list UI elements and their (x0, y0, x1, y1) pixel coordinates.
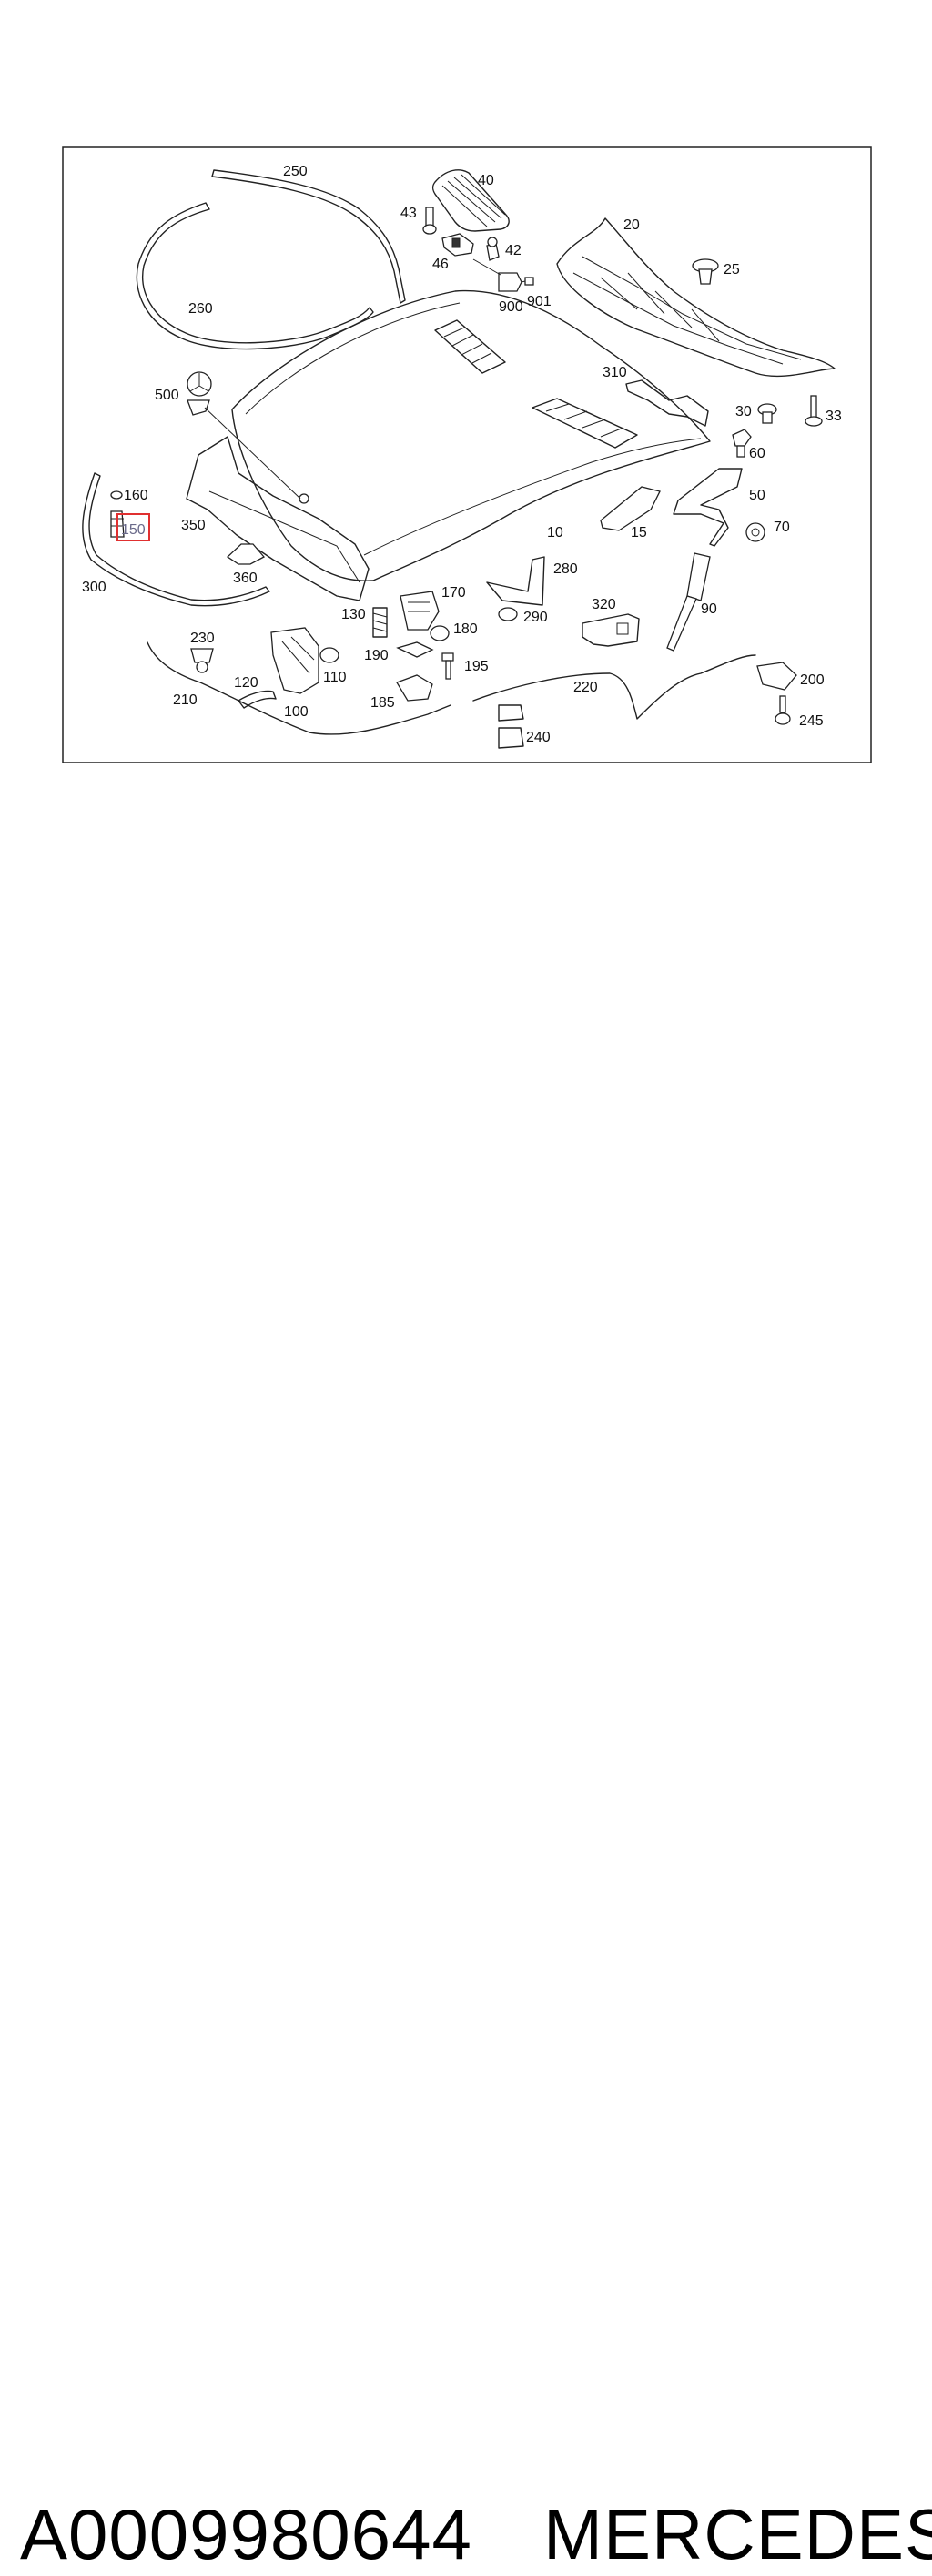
part-210-cable (147, 641, 451, 735)
part-15-hinge-plate (600, 486, 661, 531)
part-160-cap (110, 490, 123, 500)
callout-360: 360 (233, 571, 258, 586)
callout-220: 220 (573, 680, 598, 695)
part-120-hose (238, 690, 277, 709)
part-290-buffer (498, 607, 518, 621)
part-240-clip (498, 704, 524, 749)
callout-10: 10 (547, 525, 563, 540)
callout-195: 195 (464, 659, 489, 674)
callout-160: 160 (124, 488, 148, 503)
part-60-bolt (732, 429, 752, 458)
callout-15: 15 (631, 525, 647, 540)
part-30-clip (757, 403, 777, 424)
diagram-frame (62, 146, 872, 763)
callout-20: 20 (623, 217, 640, 233)
part-170-latch (400, 591, 440, 631)
callout-260: 260 (188, 301, 213, 317)
callout-70: 70 (774, 520, 790, 535)
part-46-bracket (441, 233, 474, 257)
part-310-seal (625, 379, 709, 427)
callout-130: 130 (341, 607, 366, 622)
callout-110: 110 (323, 670, 347, 685)
part-number: A0009980644 (20, 2494, 472, 2574)
part-200-bracket (756, 662, 797, 691)
callout-245: 245 (799, 713, 824, 729)
part-90-gas-strut (666, 552, 711, 652)
part-360-bracket (226, 543, 266, 565)
part-70-nut (745, 522, 765, 542)
part-10-hood (231, 289, 711, 581)
part-220-cable (472, 654, 756, 720)
callout-240: 240 (526, 730, 551, 745)
callout-25: 25 (724, 262, 740, 278)
part-180-cap (430, 625, 450, 641)
part-260-seal-strip (136, 202, 374, 350)
callout-90: 90 (701, 601, 717, 617)
callout-labels: 10 15 20 25 30 33 40 42 43 46 50 60 70 9… (82, 164, 842, 745)
callout-33: 33 (826, 409, 842, 424)
part-500-emblem (187, 371, 301, 500)
part-900-sensor (472, 258, 522, 292)
part-100-lock (270, 627, 319, 694)
part-195-bolt (441, 652, 454, 680)
callout-200: 200 (800, 672, 825, 688)
part-185-bracket (396, 674, 433, 702)
callout-120: 120 (234, 675, 258, 691)
callout-280: 280 (553, 561, 578, 577)
part-350-inner-frame (186, 436, 370, 601)
part-50-hinge (673, 468, 743, 547)
part-25-clip (692, 258, 719, 285)
callout-150: 150 (121, 522, 146, 538)
part-245-screw (775, 695, 791, 725)
caption-bar: A0009980644 MERCEDES (0, 1245, 932, 2574)
part-320-bracket (582, 613, 640, 647)
part-130-spring (372, 607, 388, 638)
brand-name: MERCEDES (543, 2494, 932, 2574)
part-42-clip (486, 237, 500, 261)
part-190-bracket (396, 641, 434, 658)
part-20-cowl-panel (556, 217, 836, 378)
callout-42: 42 (505, 243, 522, 258)
part-280-bracket (486, 556, 545, 606)
part-43-screw (422, 207, 437, 235)
callout-50: 50 (749, 488, 765, 503)
callout-180: 180 (453, 621, 478, 637)
callout-60: 60 (749, 446, 765, 461)
callout-300: 300 (82, 580, 106, 595)
callout-150-highlight (116, 513, 150, 541)
callout-30: 30 (735, 404, 752, 419)
callout-290: 290 (523, 610, 548, 625)
callout-185: 185 (370, 695, 395, 711)
part-901-nut (524, 277, 534, 286)
callout-500: 500 (155, 388, 179, 403)
part-110-bushing (319, 647, 339, 663)
part-33-bolt (805, 395, 823, 427)
parts-diagram: 10 15 20 25 30 33 40 42 43 46 50 60 70 9… (62, 146, 872, 763)
part-250-seal-strip (211, 169, 406, 304)
callout-250: 250 (283, 164, 308, 179)
callout-43: 43 (400, 206, 417, 221)
callout-310: 310 (603, 365, 627, 380)
callout-190: 190 (364, 648, 389, 663)
callout-320: 320 (592, 597, 616, 612)
callout-210: 210 (173, 692, 198, 708)
callout-100: 100 (284, 704, 309, 720)
part-300-seal (82, 472, 270, 607)
callout-40: 40 (478, 173, 494, 188)
part-40-air-grille (431, 169, 510, 232)
callout-901: 901 (527, 294, 552, 309)
part-230-clip (190, 648, 214, 673)
callout-900: 900 (499, 299, 523, 315)
callout-170: 170 (441, 585, 466, 601)
callout-46: 46 (432, 257, 449, 272)
callout-350: 350 (181, 518, 206, 533)
callout-230: 230 (190, 631, 215, 646)
